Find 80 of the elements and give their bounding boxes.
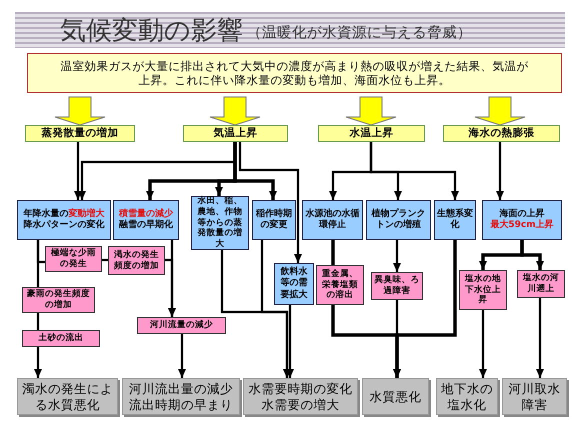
arrow: [168, 240, 176, 317]
box-label: 気温上昇: [214, 126, 258, 140]
cause-box: [25, 125, 135, 142]
box-label: 河川流量の減少: [150, 320, 213, 331]
arrow: [178, 334, 186, 378]
result-box: [362, 378, 429, 415]
arrow: [74, 142, 82, 200]
connector-line: [36, 240, 40, 287]
box-label: 異臭味、ろ過障害: [374, 275, 420, 297]
box-label: 降水パターンの変化: [24, 220, 104, 232]
box-label: 積雪量の減少: [119, 208, 173, 220]
box-label: 濁水の発生による水質悪化: [21, 380, 114, 412]
box-label: 水田、稲、農地、作物等からの蒸発散量の増大: [196, 196, 244, 250]
box-label: 渇水の発生頻度の増加: [113, 250, 160, 272]
box-label: 塩水の河川遡上: [522, 273, 560, 295]
impact-box: [45, 246, 102, 272]
box-label: 河川取水障害: [508, 380, 562, 412]
arrow: [496, 142, 504, 200]
arrow: [286, 305, 294, 378]
impact-box: [137, 317, 226, 334]
arrow: [520, 240, 544, 270]
box-label: 水需要時期の変化水需要の増大: [248, 380, 354, 412]
box-label: 融雪の早期化: [119, 220, 173, 232]
box-label: 重金属、栄養塩類の溶出: [321, 269, 359, 301]
box-label: 水質悪化: [370, 388, 422, 404]
effect-box: [274, 263, 314, 305]
box-label: 海水の熱膨張: [468, 126, 534, 140]
box-label: 蒸発散量の増加: [42, 126, 118, 140]
box-label: 水源池の水循環停止: [305, 208, 360, 232]
box-label: 極端な少雨の発生: [50, 248, 97, 270]
effect-box: [434, 200, 476, 240]
arrow: [393, 240, 401, 272]
effect-box: [482, 200, 562, 240]
box-label: 生態系変化: [437, 208, 473, 232]
effect-box: [366, 200, 431, 240]
box-label: 地下水の塩水化: [440, 380, 494, 412]
box-label: 稲作時期の変更: [255, 208, 293, 232]
arrow: [479, 310, 487, 378]
block-arrow: [54, 96, 106, 126]
arrow: [370, 142, 459, 200]
effect-box: [252, 200, 296, 240]
arrow: [238, 142, 302, 263]
title: 気候変動の影響: [60, 15, 243, 48]
arrow: [233, 142, 277, 200]
cause-box: [443, 125, 560, 142]
box-label: 温室効果ガスが大量に排出されて大気中の濃度が高まり熱の吸収が増えた結果、気温が上昇。これに伴い降水量の変動も増加、海面水位も上昇。: [60, 58, 530, 88]
arrow: [260, 240, 291, 378]
effect-box: [113, 200, 179, 240]
block-arrow: [474, 96, 526, 126]
effect-box: [302, 200, 363, 240]
impact-box: [108, 246, 165, 275]
cause-box: [318, 125, 425, 142]
arrow: [393, 240, 457, 378]
box-label: 最大59cm上昇: [490, 220, 554, 232]
arrow: [536, 298, 544, 378]
block-arrow: [210, 96, 260, 126]
box-label: 海面の上昇: [500, 208, 544, 219]
impact-box: [22, 330, 100, 347]
connector-line: [36, 313, 40, 330]
box-label: 河川流出量の減少流出時期の早まり: [128, 380, 234, 412]
impact-box: [517, 270, 565, 298]
subtitle: （温暖化が水資源に与える脅威）: [247, 24, 472, 43]
cause-box: [183, 125, 288, 142]
result-box: [502, 378, 567, 415]
summary-box: [27, 53, 562, 93]
box-label: 年降水量の変動増大: [24, 208, 104, 219]
box-label: 飲料水等の需要拡大: [280, 267, 308, 301]
box-label: 塩水の地下水位上昇: [464, 274, 502, 306]
box-label: 植物プランクトンの増殖: [370, 208, 426, 232]
effect-box: [17, 200, 111, 240]
box-label: 土砂の流出: [38, 333, 84, 344]
box-label: 豪雨の発生頻度の増加: [26, 289, 91, 311]
impact-box: [22, 287, 95, 313]
effect-box: [191, 196, 249, 250]
box-label: 水温上昇: [350, 126, 394, 140]
block-arrow: [346, 96, 396, 126]
connector-line: [102, 258, 108, 262]
arrow: [34, 347, 42, 378]
connector-line: [331, 240, 335, 265]
result-box: [122, 378, 240, 415]
